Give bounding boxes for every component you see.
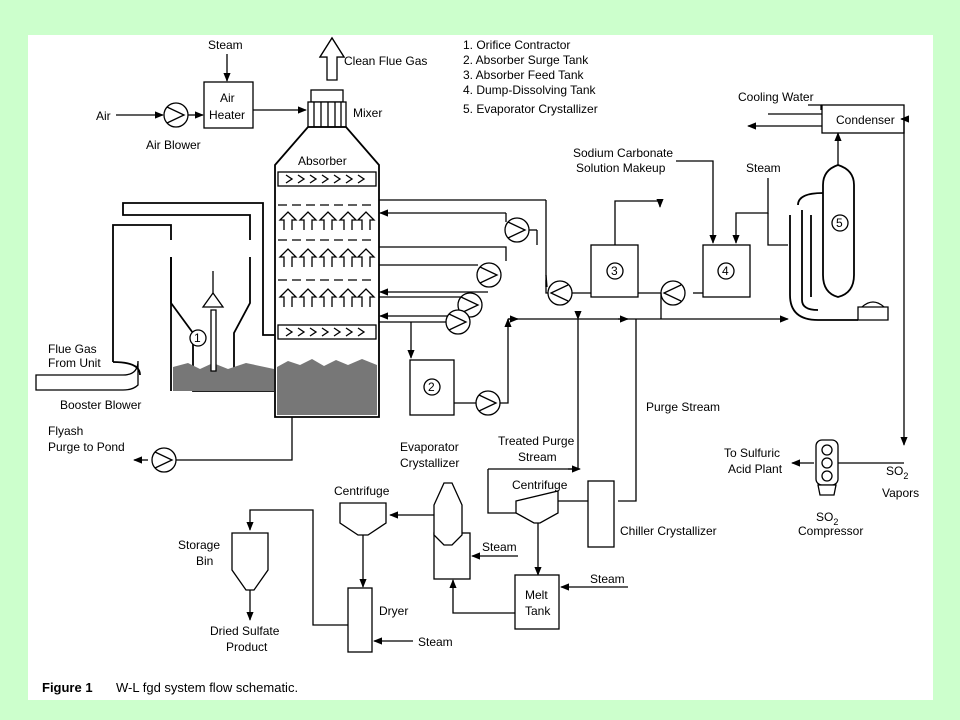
treated-label-1: Treated Purge [498,434,575,448]
condenser-label: Condenser [836,113,895,127]
melt-tank [514,574,560,630]
dryer-label: Dryer [379,604,408,618]
air-blower-label: Air Blower [146,138,201,152]
air-system: Steam Air Heater Air Air Blower [96,38,307,152]
purge-stream-label: Purge Stream [646,400,720,414]
so2-vapors-label-b: Vapors [882,486,919,500]
legend-item-1: 1. Orifice Contractor [463,38,570,52]
diagram-sheet: 1. Orifice Contractor 2. Absorber Surge … [28,35,933,700]
dried-label-2: Product [226,640,268,654]
unit-1-marker [189,329,207,347]
flyash-purge: Flyash Purge to Pond [48,417,293,473]
condenser [821,104,905,134]
unit-5-number: 5 [836,216,843,230]
booster-blower-label: Booster Blower [60,398,141,412]
sulfuric-label-2: Acid Plant [728,462,783,476]
dump-dissolving-tank [702,244,751,298]
recirculation-lines [379,199,546,359]
main-header [508,200,789,323]
absorber-vessel [274,126,380,418]
steam-dryer-label: Steam [418,635,453,649]
absorber-label: Absorber [298,154,347,168]
mixer-label: Mixer [353,106,382,120]
absorber-surge-tank: 2 [409,318,512,416]
flue-gas-inlet: Flue Gas From Unit Booster Blower [35,342,141,412]
storage-label-2: Bin [196,554,213,568]
unit-4-number: 4 [722,264,729,278]
absorber: Clean Flue Gas Mixer Absorber [274,36,427,418]
figure-label: Figure 1 [42,680,93,695]
chiller-crystallizer [587,480,615,548]
steam-evap2-label: Steam [482,540,517,554]
feed-tanks: 3 4 Sodium Carbonate Solution Makeup Ste… [573,146,781,319]
mixer-top [310,89,344,103]
legend-item-2: 2. Absorber Surge Tank [463,53,589,67]
flue-gas-label-2: From Unit [48,356,101,370]
flyash-label-1: Flyash [48,424,83,438]
steam-top-label: Steam [208,38,243,52]
air-label: Air [96,109,111,123]
figure-caption-text: W-L fgd system flow schematic. [116,680,298,695]
so2-vapors-label-a: SO2 [886,464,908,481]
centrifuge-left-label: Centrifuge [334,484,390,498]
so2-comp-label-b: Compressor [798,524,863,538]
chiller-label: Chiller Crystallizer [620,524,717,538]
so2-compressor: To Sulfuric Acid Plant SO2 Compressor SO… [724,439,919,538]
dryer [347,587,373,653]
sodium-label-2: Solution Makeup [576,161,666,175]
storage-bin: Storage Bin Dried Sulfate Product [178,532,280,654]
sulfuric-label-1: To Sulfuric [724,446,780,460]
melt-label-1: Melt [525,588,548,602]
figure-caption: Figure 1 W-L fgd system flow schematic. [42,680,298,695]
treated-label-2: Stream [518,450,557,464]
evaporator-crystallizer: Cooling Water Condenser 5 [738,90,910,446]
air-heater-label-1: Air [220,91,235,105]
unit-2-number: 2 [428,380,435,394]
storage-label-1: Storage [178,538,220,552]
melt-label-2: Tank [525,604,551,618]
dried-label-1: Dried Sulfate [210,624,280,638]
steam-melt-label: Steam [590,572,625,586]
sodium-label-1: Sodium Carbonate [573,146,673,160]
centrifuge-left [339,502,387,536]
so2-comp-label-a: SO2 [816,510,838,527]
legend: 1. Orifice Contractor 2. Absorber Surge … [463,38,598,116]
air-heater [203,81,254,129]
centrifuge-right-label: Centrifuge [512,478,568,492]
cooling-water-label: Cooling Water [738,90,814,104]
purge-system: Purge Stream Treated Purge Stream Centri… [449,310,720,630]
centrifuge-right [515,490,559,524]
legend-item-4: 4. Dump-Dissolving Tank [463,83,596,97]
legend-item-3: 3. Absorber Feed Tank [463,68,585,82]
lower-crystallizer: Evaporator Crystallizer Steam Centrifuge… [246,440,518,653]
air-heater-label-2: Heater [209,108,245,122]
steam-evap-label: Steam [746,161,781,175]
unit-3-number: 3 [611,264,618,278]
legend-item-5: 5. Evaporator Crystallizer [463,102,598,116]
unit-1-number: 1 [194,331,201,345]
flyash-label-2: Purge to Pond [48,440,125,454]
clean-flue-gas-label: Clean Flue Gas [344,54,427,68]
flue-gas-label-1: Flue Gas [48,342,97,356]
evap-cryst-label-1: Evaporator [400,440,459,454]
flow-schematic: 1. Orifice Contractor 2. Absorber Surge … [35,36,919,695]
evap-cryst-label-2: Crystallizer [400,456,459,470]
orifice-contractor: 1 [112,202,275,392]
